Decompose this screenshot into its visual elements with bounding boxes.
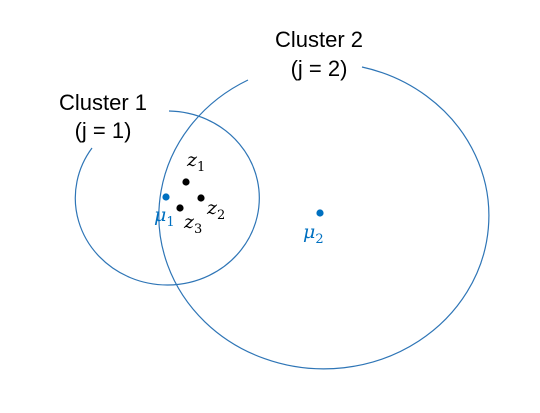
cluster-1-title: Cluster 1 [59,90,147,115]
data-point-z3-label: z3 [183,211,202,237]
cluster-1-index-label: (j = 1) [75,118,132,143]
data-point-z1-label: z1 [186,149,205,175]
cluster-2-title: Cluster 2 [275,27,363,52]
mean-mu2-label: μ2 [303,221,324,247]
data-point-z2-label: z2 [206,197,225,223]
cluster-2-circle [158,66,490,370]
cluster-2-index-label: (j = 2) [291,56,348,81]
data-point-z3 [176,204,184,212]
mean-mu1-label: μ1 [154,204,175,230]
data-point-z1 [182,178,190,186]
data-point-z2 [197,194,205,202]
cluster-1-circle [74,110,260,286]
mean-point-mu1 [162,193,170,201]
mean-point-mu2 [316,209,324,217]
